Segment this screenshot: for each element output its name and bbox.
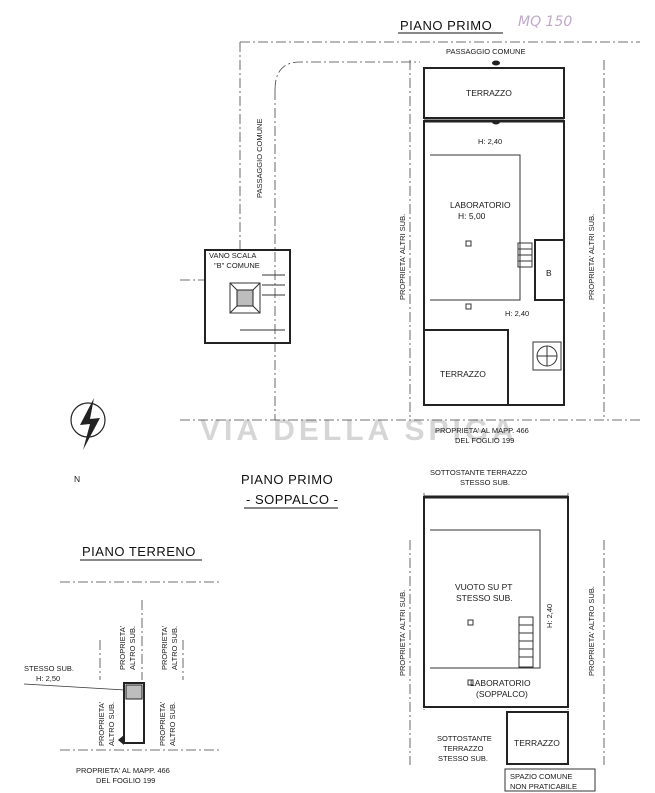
spazio-1: SPAZIO COMUNE	[510, 772, 572, 781]
h240-mezz: H: 2,40	[545, 604, 554, 628]
passaggio-comune-top: PASSAGGIO COMUNE	[446, 47, 525, 56]
terrazzo-mezz-wall	[506, 711, 569, 765]
ground-mapp-1: PROPRIETA' AL MAPP. 466	[76, 766, 170, 775]
ground-stair	[125, 684, 143, 700]
left-prop-upper: PROPRIETA' ALTRI SUB.	[398, 214, 407, 300]
column-symbol	[465, 240, 472, 247]
stesso-2: H: 2,50	[36, 674, 60, 683]
mapp-label-2: DEL FOGLIO 199	[455, 436, 514, 445]
h240-label-a: H: 2,40	[478, 137, 502, 146]
vuoto-label-2: STESSO SUB.	[456, 593, 513, 603]
right-prop-mezz: PROPRIETA' ALTRO SUB.	[587, 586, 596, 676]
h500-label: H: 5,00	[458, 211, 486, 221]
north-arrow-icon	[70, 398, 106, 450]
stair-spiral	[532, 341, 562, 371]
mezz-plan: SOTTOSTANTE TERRAZZO STESSO SUB. VUOTO S…	[398, 468, 605, 792]
laboratorio-label: LABORATORIO	[450, 200, 511, 210]
bottom-left-3: STESSO SUB.	[438, 754, 488, 763]
vuoto-outline	[430, 529, 541, 669]
prop-c2: ALTRO SUB.	[107, 702, 116, 746]
passaggio-comune-side: PASSAGGIO COMUNE	[255, 119, 264, 198]
right-prop-upper: PROPRIETA' ALTRI SUB.	[587, 214, 596, 300]
terrazzo-top-label: TERRAZZO	[466, 88, 512, 98]
door-symbol	[492, 60, 500, 66]
terrazzo-top-wall	[423, 67, 565, 119]
title-piano-terreno: PIANO TERRENO	[82, 544, 196, 559]
bottom-left-1: SOTTOSTANTE	[437, 734, 492, 743]
sottostante-2: STESSO SUB.	[460, 478, 510, 487]
leader-line	[23, 683, 126, 691]
lab-mezz-2: (SOPPALCO)	[476, 689, 528, 699]
stesso-1: STESSO SUB.	[24, 664, 74, 673]
room-b-wall	[534, 239, 565, 301]
vano-scala-label-1: VANO SCALA	[209, 251, 256, 260]
ground-plan: PROPRIETA' ALTRO SUB. PROPRIETA' ALTRO S…	[23, 581, 220, 785]
mapp-label-1: PROPRIETA' AL MAPP. 466	[435, 426, 529, 435]
sottostante-1: SOTTOSTANTE TERRAZZO	[430, 468, 527, 477]
boundary-line	[274, 61, 420, 91]
stair-lab	[517, 242, 533, 268]
terrazzo-mezz: TERRAZZO	[514, 738, 560, 748]
column-symbol	[467, 679, 474, 686]
terrazzo-bottom-wall	[423, 329, 509, 406]
title-piano-primo: PIANO PRIMO	[400, 18, 492, 33]
stair-mezz	[518, 616, 534, 668]
vano-scala-label-2: "B" COMUNE	[214, 261, 260, 270]
spazio-2: NON PRATICABILE	[510, 782, 577, 791]
column-symbol	[465, 303, 472, 310]
lab-mezz-1: LABORATORIO	[470, 678, 531, 688]
handwritten-area: MQ 150	[518, 14, 572, 30]
prop-c: PROPRIETA'	[97, 701, 106, 746]
bottom-left-2: TERRAZZO	[443, 744, 484, 753]
vuoto-label-1: VUOTO SU PT	[455, 582, 512, 592]
left-prop-mezz: PROPRIETA' ALTRI SUB.	[398, 590, 407, 676]
h240-label-b: H: 2,40	[505, 309, 529, 318]
ground-unit-wall	[123, 682, 145, 744]
vano-scala	[204, 249, 291, 344]
mezzanine-outline	[430, 154, 521, 301]
watermark: VIA DELLA SPIGA	[200, 414, 518, 447]
upper-plan: PASSAGGIO COMUNE PASSAGGIO COMUNE TERRAZ…	[70, 41, 640, 484]
terrazzo-bottom-label: TERRAZZO	[440, 369, 486, 379]
prop-d2: ALTRO SUB.	[168, 702, 177, 746]
entry-arrow	[118, 735, 124, 745]
prop-b: PROPRIETA'	[160, 625, 169, 670]
column-symbol	[467, 619, 474, 626]
prop-b2: ALTRO SUB.	[170, 626, 179, 670]
title-piano-primo-2: PIANO PRIMO	[241, 472, 333, 487]
spazio-comune-box	[504, 768, 596, 792]
soppalco-wall	[423, 496, 569, 708]
ground-mapp-2: DEL FOGLIO 199	[96, 776, 155, 785]
prop-a: PROPRIETA'	[118, 625, 127, 670]
prop-a2: ALTRO SUB.	[128, 626, 137, 670]
laboratorio-wall	[423, 120, 565, 406]
north-label: N	[74, 474, 80, 484]
prop-d: PROPRIETA'	[158, 701, 167, 746]
title-soppalco: - SOPPALCO -	[246, 492, 338, 507]
room-b-label: B	[546, 268, 552, 278]
